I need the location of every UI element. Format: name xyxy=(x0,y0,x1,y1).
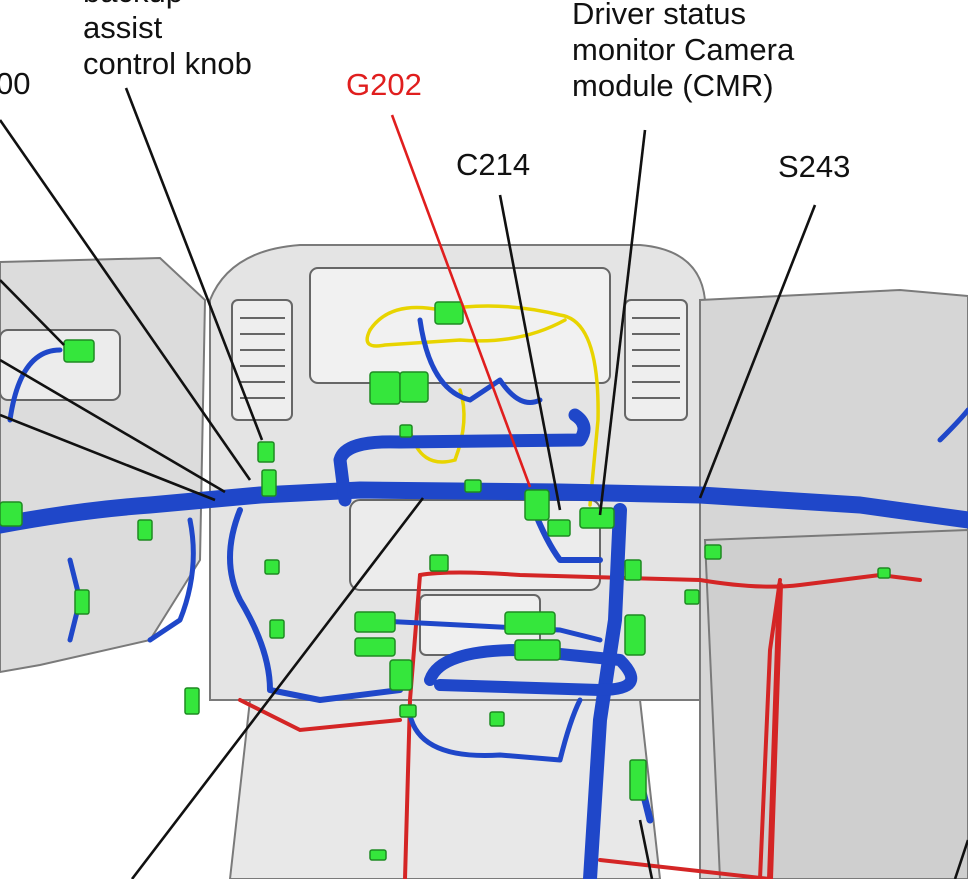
connectors xyxy=(0,301,891,861)
s243-label: S243 xyxy=(778,149,851,184)
steer-assist-knob-label: backup assist control knob xyxy=(83,0,252,82)
steer-assist-line-2: assist xyxy=(83,10,163,45)
dsm-camera-line-3: module (CMR) xyxy=(572,68,774,103)
dsm-camera-line-2: monitor Camera xyxy=(572,32,795,67)
red-wires xyxy=(238,570,922,879)
g202-leader-line xyxy=(390,114,532,488)
dsm-camera-line-1: Driver status xyxy=(572,0,746,31)
leader-lines xyxy=(0,87,968,879)
steer-assist-line-3: control knob xyxy=(83,46,252,81)
steer-assist-line-1: backup xyxy=(83,0,252,10)
g202-label: G202 xyxy=(346,67,422,102)
air-vents xyxy=(0,267,688,656)
c214-label: C214 xyxy=(456,147,531,182)
dsm-camera-label: Driver status monitor Camera module (CMR… xyxy=(572,0,794,104)
yellow-wires xyxy=(365,304,600,507)
partial-left-label: 00 xyxy=(0,66,31,101)
